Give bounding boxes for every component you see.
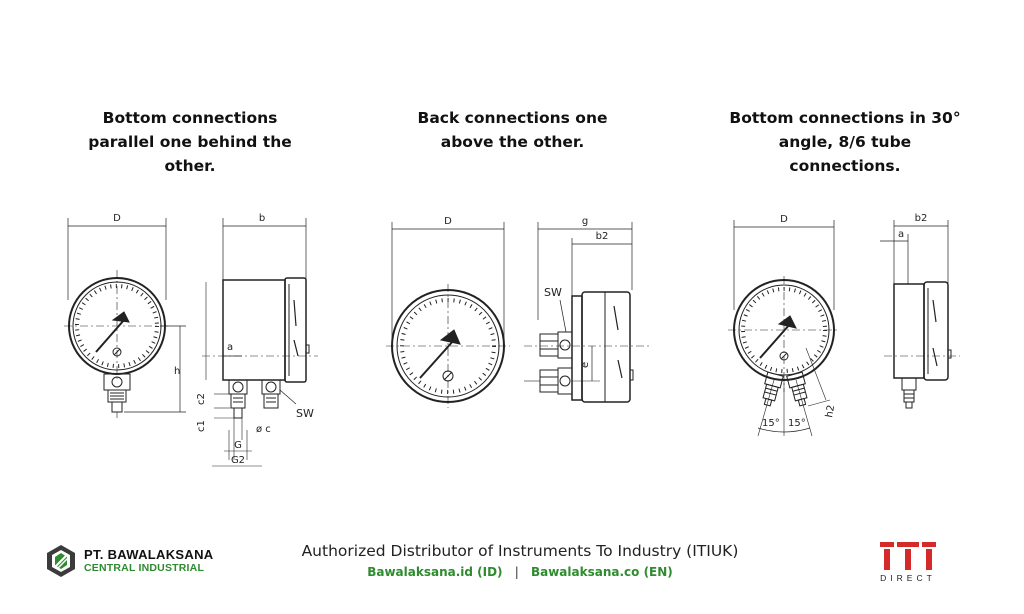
bawalaksana-brand: PT. BAWALAKSANA CENTRAL INDUSTRIAL xyxy=(44,541,244,581)
iti-direct-logo: DIRECT xyxy=(876,540,940,588)
footer: Authorized Distributor of Instruments To… xyxy=(250,540,790,579)
heading-back-connections: Back connections one above the other. xyxy=(417,109,608,151)
dim-D-label-2: D xyxy=(444,216,452,227)
footer-separator: | xyxy=(514,565,519,579)
dim-angle-right-label: 15° xyxy=(788,418,806,429)
dim-D-label: D xyxy=(113,213,121,224)
footer-tagline: Authorized Distributor of Instruments To… xyxy=(301,542,739,560)
dim-SW-label-2: SW xyxy=(544,286,562,299)
iti-subtitle: DIRECT xyxy=(880,573,936,583)
dim-SW-label: SW xyxy=(296,407,314,420)
drawing-2-front-view: D xyxy=(386,216,510,408)
dim-b-label: b xyxy=(259,213,265,224)
footer-links: Bawalaksana.id (ID) | Bawalaksana.co (EN… xyxy=(250,565,790,579)
dim-D-label-3: D xyxy=(780,214,788,225)
link-bawalaksana-co[interactable]: Bawalaksana.co (EN) xyxy=(530,565,673,579)
dim-b2-label: b2 xyxy=(596,231,609,242)
dim-G2-label: G2 xyxy=(231,455,245,466)
brand-subtitle: CENTRAL INDUSTRIAL xyxy=(84,562,205,574)
dim-a-label-3: a xyxy=(898,229,904,240)
dim-phi-c-label: ø c xyxy=(256,424,271,435)
heading-bottom-30-angle: Bottom connections in 30° angle, 8/6 tub… xyxy=(729,109,961,175)
drawing-1-side-view: b a SW c2 c1 ø c G G2 xyxy=(196,213,318,467)
drawing-1-front-view: D h xyxy=(64,213,186,418)
heading-bottom-connections: Bottom connections parallel one behind t… xyxy=(88,109,292,175)
drawing-3-front-view: D 15° 15° h2 xyxy=(728,214,840,437)
dim-b2-label-3: b2 xyxy=(915,213,928,224)
link-bawalaksana-id[interactable]: Bawalaksana.id (ID) xyxy=(367,565,503,579)
drawing-2-side-view: g b2 SW e xyxy=(524,216,650,403)
dim-h-label: h xyxy=(174,366,180,377)
iti-logo-icon xyxy=(880,542,936,570)
dim-a-label: a xyxy=(227,342,233,353)
dim-c1-label: c1 xyxy=(196,420,207,432)
dim-c2-label: c2 xyxy=(196,393,207,405)
brand-name: PT. BAWALAKSANA xyxy=(84,547,214,562)
dim-h2-label: h2 xyxy=(824,404,837,418)
dim-G-label: G xyxy=(234,440,242,451)
dim-g-label: g xyxy=(582,216,588,227)
dim-angle-left-label: 15° xyxy=(762,418,780,429)
dim-e-label: e xyxy=(580,362,591,368)
drawing-3-side-view: b2 a xyxy=(880,213,960,409)
bawalaksana-logo-icon xyxy=(47,545,75,577)
